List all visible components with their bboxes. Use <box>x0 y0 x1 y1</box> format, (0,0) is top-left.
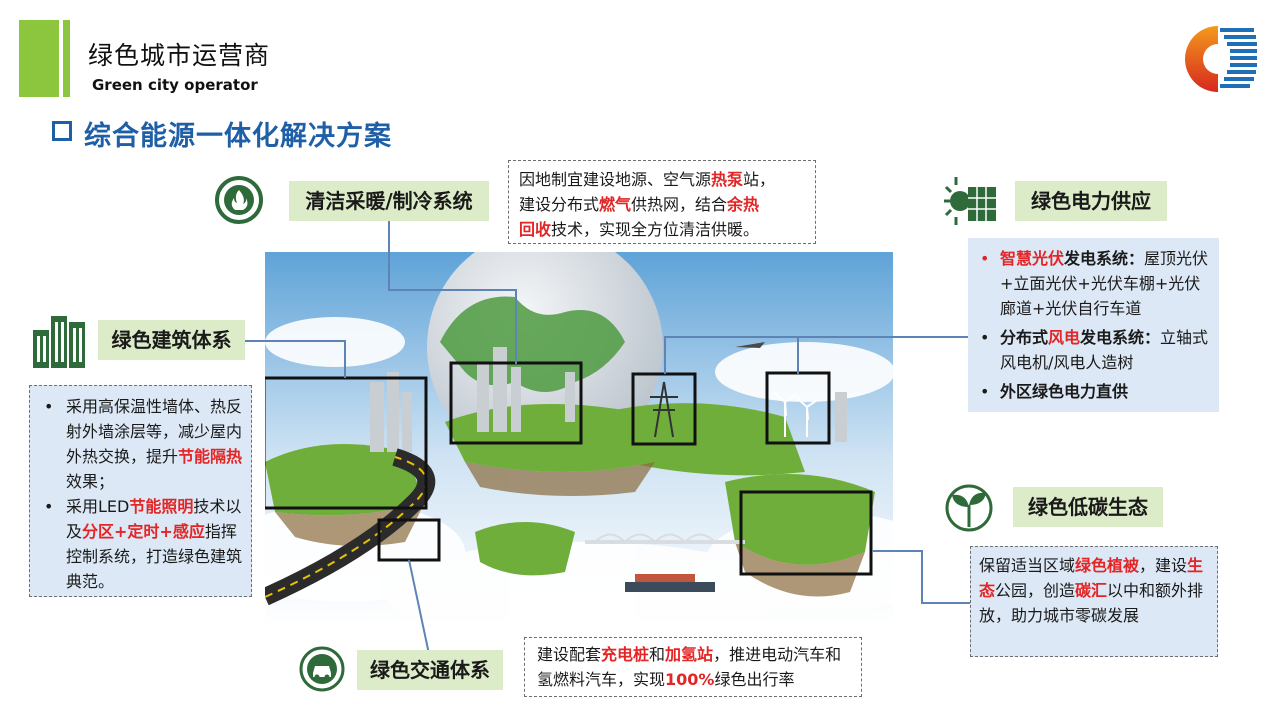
header-accent-bar-thin <box>63 20 70 97</box>
label-green-traffic: 绿色交通体系 <box>357 650 503 690</box>
label-green-power: 绿色电力供应 <box>1015 181 1167 221</box>
text-segment: 以中和额外排放，助力城市零碳发展 <box>979 581 1204 625</box>
connector-power <box>664 336 968 338</box>
sprout-icon <box>945 484 993 532</box>
connector-power-v1 <box>664 336 666 374</box>
header-accent-bar <box>19 20 59 97</box>
text-segment: 效果； <box>66 472 115 491</box>
highlight-hydrogen-station: 加氢站 <box>665 645 714 664</box>
connector-eco-v <box>921 550 923 602</box>
list-item: 分布式风电发电系统：立轴式风电机/风电人造树 <box>978 325 1209 375</box>
text-segment: 因地制宜建设地源、空气源 <box>519 170 712 189</box>
text-segment: 站， <box>743 170 776 189</box>
connector-heat-v2 <box>515 289 517 364</box>
highlight-zone-control: 分区+定时+感应 <box>82 522 205 541</box>
section-bullet-square <box>52 121 72 141</box>
highlight-gas: 燃气 <box>599 195 632 214</box>
text-segment: 公园，创造 <box>995 581 1076 600</box>
text-segment: 建设配套 <box>537 645 602 664</box>
list-item: 智慧光伏发电系统：屋顶光伏+立面光伏+光伏车棚+光伏廊道+光伏自行车道 <box>978 246 1209 321</box>
highlight-recovery: 回收 <box>519 220 552 239</box>
highlight-100-percent: 100% <box>665 670 715 689</box>
text-segment: 分布式 <box>1000 328 1049 347</box>
flame-icon <box>215 176 263 224</box>
traffic-description: 建设配套充电桩和加氢站，推进电动汽车和氢燃料汽车，实现100%绿色出行率 <box>524 637 862 697</box>
label-green-building: 绿色建筑体系 <box>98 320 245 360</box>
text-segment: 保留适当区域 <box>979 556 1076 575</box>
connector-build <box>245 340 345 342</box>
company-logo-icon <box>1185 26 1257 92</box>
connector-power-v2 <box>797 336 799 374</box>
building-description: 采用高保温性墙体、热反射外墙涂层等，减少屋内外热交换，提升节能隔热效果； 采用L… <box>29 385 252 597</box>
connector-heat-h <box>388 289 516 291</box>
highlight-insulation: 节能隔热 <box>178 447 243 466</box>
text-segment: 供热网，结合 <box>631 195 728 214</box>
text-segment: 发电系统： <box>1064 249 1145 268</box>
highlight-lighting: 节能照明 <box>129 497 194 516</box>
text-segment: 采用LED <box>66 497 130 516</box>
connector-heat <box>388 221 390 289</box>
highlight-vegetation: 绿色植被 <box>1075 556 1140 575</box>
highlight-carbon-sink: 碳汇 <box>1075 581 1108 600</box>
solar-panel-icon <box>944 177 996 225</box>
text-segment: 发电系统： <box>1080 328 1161 347</box>
text-segment: 建设分布式 <box>519 195 600 214</box>
list-item: 采用LED节能照明技术以及分区+定时+感应指挥控制系统，打造绿色建筑典范。 <box>40 494 243 594</box>
car-charging-icon <box>299 646 345 692</box>
highlight-ecology: 生态 <box>979 556 1204 600</box>
highlight-wind: 风电 <box>1048 328 1081 347</box>
text-segment: 外区绿色电力直供 <box>1000 382 1129 401</box>
connector-build-v <box>344 340 346 378</box>
text-segment: 绿色出行率 <box>714 670 795 689</box>
label-green-ecology: 绿色低碳生态 <box>1013 487 1163 527</box>
text-segment: 指挥控制系统，打造绿色建筑典范。 <box>66 522 243 591</box>
power-description: 智慧光伏发电系统：屋顶光伏+立面光伏+光伏车棚+光伏廊道+光伏自行车道 分布式风… <box>968 238 1219 412</box>
text-segment: 立轴式风电机/风电人造树 <box>1000 328 1209 372</box>
connector-eco-h2 <box>921 602 970 604</box>
highlight-charging-pile: 充电桩 <box>601 645 650 664</box>
highlight-waste-heat: 余热 <box>727 195 760 214</box>
heating-description: 因地制宜建设地源、空气源热泵站， 建设分布式燃气供热网，结合余热 回收技术，实现… <box>508 160 816 244</box>
text-segment: 采用高保温性墙体、热反射外墙涂层等，减少屋内外热交换，提升 <box>66 397 243 466</box>
connector-eco <box>872 550 922 552</box>
text-segment: 技术以及 <box>66 497 242 541</box>
highlight-smart-pv: 智慧光伏 <box>1000 249 1065 268</box>
page-title: 绿色城市运营商 <box>88 41 271 70</box>
ecology-description: 保留适当区域绿色植被，建设生态公园，创造碳汇以中和额外排放，助力城市零碳发展 <box>970 546 1218 657</box>
list-item: 外区绿色电力直供 <box>978 379 1209 404</box>
buildings-icon <box>33 316 85 368</box>
text-segment: 技术，实现全方位清洁供暖。 <box>551 220 760 239</box>
text-segment: 和 <box>649 645 666 664</box>
list-item: 采用高保温性墙体、热反射外墙涂层等，减少屋内外热交换，提升节能隔热效果； <box>40 394 243 494</box>
text-segment: ，建设 <box>1139 556 1188 575</box>
highlight-heat-pump: 热泵 <box>711 170 744 189</box>
text-segment: 屋顶光伏+立面光伏+光伏车棚+光伏廊道+光伏自行车道 <box>1000 249 1209 318</box>
text-segment: ，推进电动汽车和氢燃料汽车，实现 <box>537 645 842 689</box>
green-city-illustration <box>265 252 893 624</box>
section-title: 综合能源一体化解决方案 <box>84 121 392 152</box>
page-subtitle: Green city operator <box>92 76 258 94</box>
label-clean-heating: 清洁采暖/制冷系统 <box>289 181 489 221</box>
